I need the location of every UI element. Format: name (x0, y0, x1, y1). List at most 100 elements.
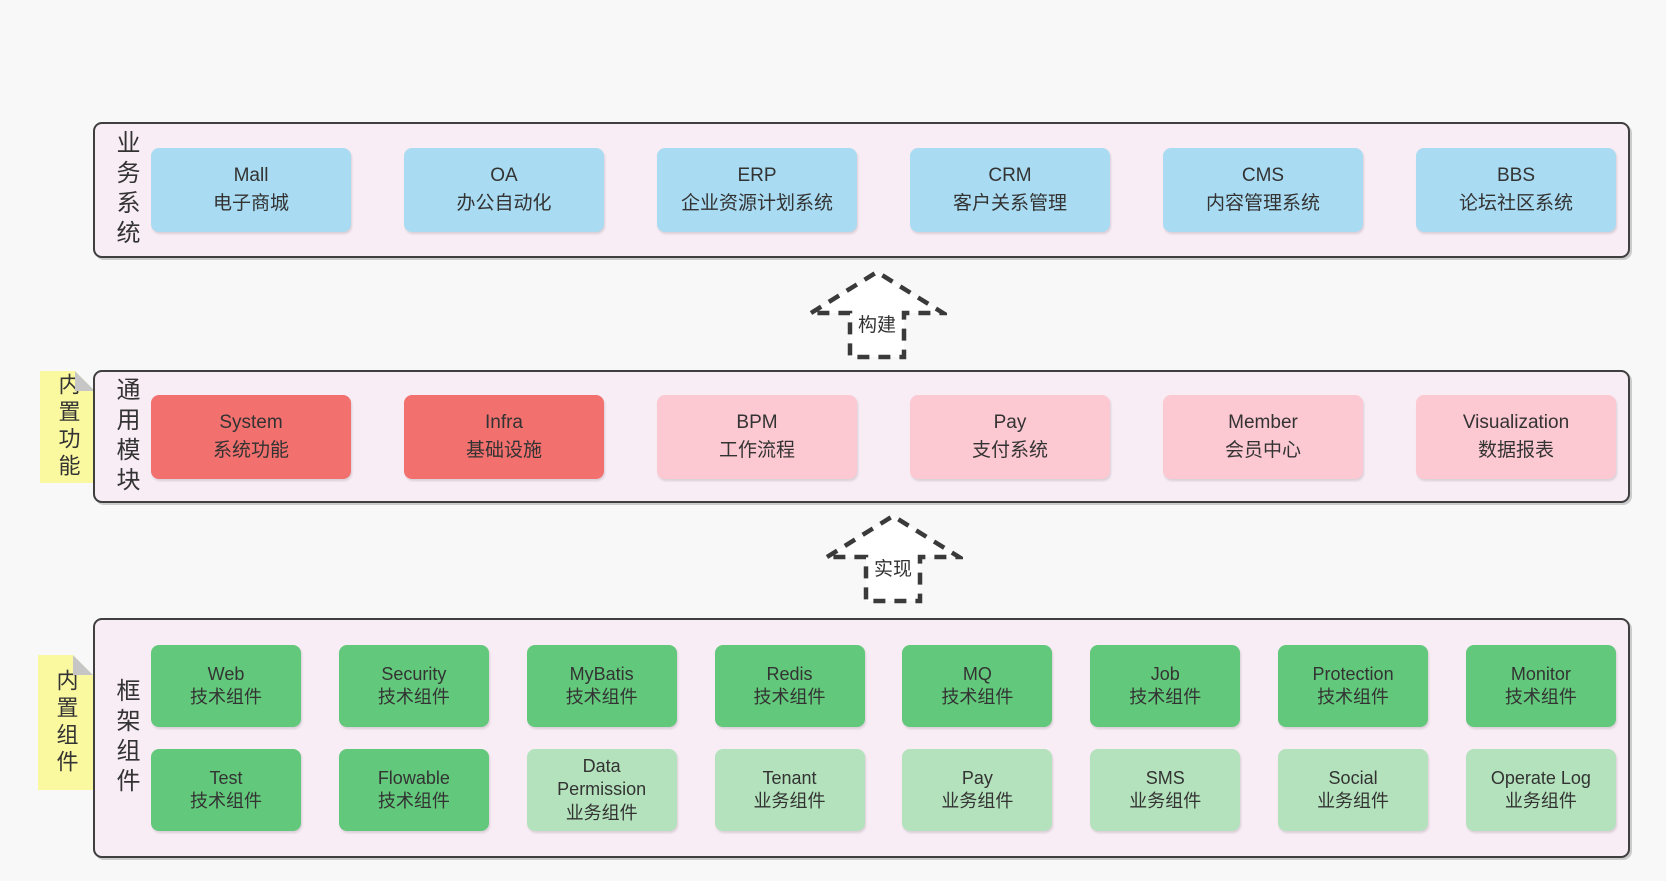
box-title: Member (1228, 411, 1298, 433)
box-subtitle: 技术组件 (565, 687, 638, 707)
box-social: Social 业务组件 (1278, 749, 1429, 831)
band-business-systems: 业务系统 Mall 电子商城 OA 办公自动化 ERP 企业资源计划系统 CRM… (93, 122, 1630, 258)
box-title: Mall (233, 165, 269, 187)
box-title: CMS (1241, 165, 1285, 187)
box-title: BBS (1496, 165, 1536, 187)
box-title: MQ (962, 663, 992, 684)
box-subtitle: 办公自动化 (456, 193, 552, 214)
box-title: Test (209, 767, 243, 788)
box-title: Data Permission (557, 755, 647, 800)
box-cms: CMS 内容管理系统 (1163, 148, 1363, 232)
box-subtitle: 业务组件 (565, 802, 638, 823)
box-title: Infra (484, 411, 524, 433)
box-tenant: Tenant 业务组件 (714, 749, 865, 831)
box-erp: ERP 企业资源计划系统 (657, 148, 857, 232)
box-visualization: Visualization 数据报表 (1416, 394, 1616, 479)
box-subtitle: 会员中心 (1224, 439, 1301, 461)
component-row-2: Test 技术组件 Flowable 技术组件 Data Permission … (151, 749, 1616, 831)
sticky-note-builtin-features: 内置功能 (40, 371, 95, 483)
box-subtitle: 基础设施 (465, 439, 542, 461)
sticky-note-builtin-components: 内置组件 (38, 655, 93, 790)
box-mq: MQ 技术组件 (902, 645, 1053, 727)
box-sms: SMS 业务组件 (1090, 749, 1241, 831)
box-title: Operate Log (1490, 767, 1591, 788)
band-label: 框架组件 (112, 678, 139, 798)
box-infra: Infra 基础设施 (404, 394, 604, 479)
box-subtitle: 业务组件 (1317, 791, 1390, 811)
box-title: BPM (736, 411, 778, 433)
box-test: Test 技术组件 (151, 749, 301, 831)
box-title: Pay (961, 767, 993, 788)
box-title: Security (381, 663, 447, 684)
folded-corner-icon (75, 371, 95, 391)
box-oa: OA 办公自动化 (404, 148, 604, 232)
box-title: Social (1328, 767, 1378, 788)
box-subtitle: 技术组件 (753, 687, 826, 707)
box-title: SMS (1145, 767, 1185, 788)
box-subtitle: 技术组件 (190, 791, 262, 811)
arrow-label: 构建 (854, 310, 900, 337)
box-title: Monitor (1510, 663, 1571, 684)
box-monitor: Monitor 技术组件 (1465, 645, 1616, 727)
box-title: CRM (988, 165, 1032, 187)
box-subtitle: 业务组件 (1129, 791, 1202, 811)
box-subtitle: 系统功能 (212, 439, 289, 461)
band-label: 业务系统 (112, 130, 139, 250)
box-system: System 系统功能 (151, 394, 351, 479)
box-subtitle: 工作流程 (718, 439, 795, 461)
box-subtitle: 技术组件 (190, 687, 262, 707)
box-title: Job (1150, 663, 1180, 684)
box-subtitle: 技术组件 (1504, 687, 1577, 707)
dashed-up-arrow-implement: 实现 (823, 510, 963, 605)
box-title: Web (207, 663, 245, 684)
box-subtitle: 技术组件 (377, 687, 450, 707)
box-subtitle: 企业资源计划系统 (680, 193, 833, 214)
box-title: Visualization (1462, 411, 1570, 433)
box-subtitle: 支付系统 (971, 439, 1048, 461)
box-title: System (219, 411, 283, 433)
box-pay-module: Pay 支付系统 (910, 394, 1110, 479)
box-title: Flowable (377, 767, 450, 788)
band-label: 通用模块 (112, 376, 139, 497)
box-subtitle: 业务组件 (1504, 791, 1577, 811)
arrow-label: 实现 (870, 554, 916, 581)
box-mybatis: MyBatis 技术组件 (526, 645, 677, 727)
box-data-permission: Data Permission 业务组件 (526, 749, 677, 831)
box-title: ERP (737, 165, 777, 187)
box-flowable: Flowable 技术组件 (338, 749, 489, 831)
band-boxes: Mall 电子商城 OA 办公自动化 ERP 企业资源计划系统 CRM 客户关系… (151, 124, 1616, 256)
box-protection: Protection 技术组件 (1278, 645, 1429, 727)
box-crm: CRM 客户关系管理 (910, 148, 1110, 232)
band-rows: Web 技术组件 Security 技术组件 MyBatis 技术组件 Redi… (151, 620, 1616, 856)
box-subtitle: 业务组件 (753, 791, 826, 811)
box-title: Protection (1312, 663, 1394, 684)
sticky-label: 内置组件 (53, 668, 79, 777)
box-subtitle: 技术组件 (1317, 687, 1390, 707)
box-title: MyBatis (569, 663, 634, 684)
dashed-up-arrow-build: 构建 (807, 266, 947, 361)
box-bpm: BPM 工作流程 (657, 394, 857, 479)
box-member: Member 会员中心 (1163, 394, 1363, 479)
box-security: Security 技术组件 (338, 645, 489, 727)
component-row-1: Web 技术组件 Security 技术组件 MyBatis 技术组件 Redi… (151, 645, 1616, 727)
box-mall: Mall 电子商城 (151, 148, 351, 232)
band-boxes: System 系统功能 Infra 基础设施 BPM 工作流程 Pay 支付系统… (151, 372, 1616, 501)
box-subtitle: 客户关系管理 (952, 193, 1067, 214)
box-redis: Redis 技术组件 (714, 645, 865, 727)
band-common-modules: 通用模块 System 系统功能 Infra 基础设施 BPM 工作流程 Pay… (93, 370, 1630, 503)
folded-corner-icon (73, 655, 93, 675)
box-subtitle: 业务组件 (941, 791, 1014, 811)
box-subtitle: 数据报表 (1477, 439, 1554, 461)
box-subtitle: 技术组件 (377, 791, 450, 811)
box-subtitle: 电子商城 (212, 193, 289, 214)
box-title: Tenant (762, 767, 817, 788)
box-title: Pay (993, 411, 1027, 433)
box-title: Redis (766, 663, 813, 684)
box-bbs: BBS 论坛社区系统 (1416, 148, 1616, 232)
box-subtitle: 技术组件 (1129, 687, 1202, 707)
band-framework-components: 框架组件 Web 技术组件 Security 技术组件 MyBatis 技术组件… (93, 618, 1630, 858)
box-operate-log: Operate Log 业务组件 (1465, 749, 1616, 831)
box-subtitle: 技术组件 (941, 687, 1014, 707)
box-job: Job 技术组件 (1090, 645, 1241, 727)
